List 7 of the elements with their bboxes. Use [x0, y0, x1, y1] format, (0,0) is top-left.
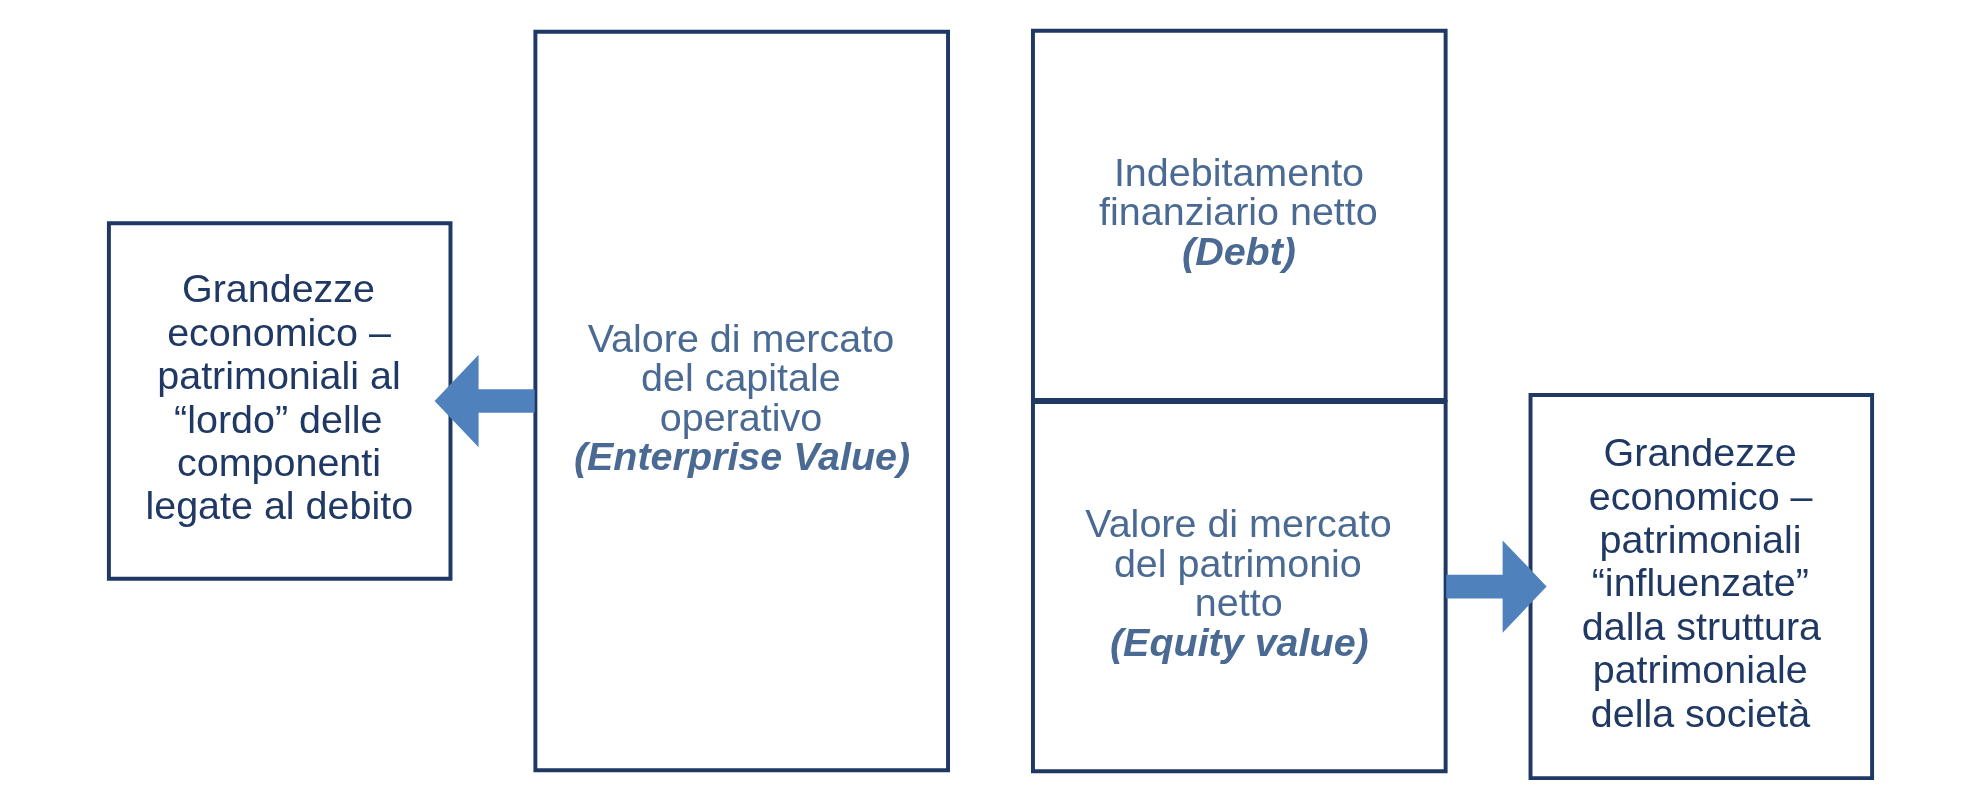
arrow [434, 354, 535, 448]
arrow [1445, 540, 1547, 633]
node-box: Grandezze economico – patrimoniali “influenzate” dalla struttura patrimoniale della società [1528, 393, 1874, 781]
node-box: Grandezze economico – patrimoniali al “lordo” delle componenti legate al debito [106, 221, 452, 581]
node-box: Indebitamento finanziario netto (Debt) [1030, 28, 1448, 402]
node-box: Valore di mercato del capitale operativo (Enterprise Value) [532, 29, 950, 773]
node-box: Valore di mercato del patrimonio netto (Equity value) [1030, 400, 1448, 774]
